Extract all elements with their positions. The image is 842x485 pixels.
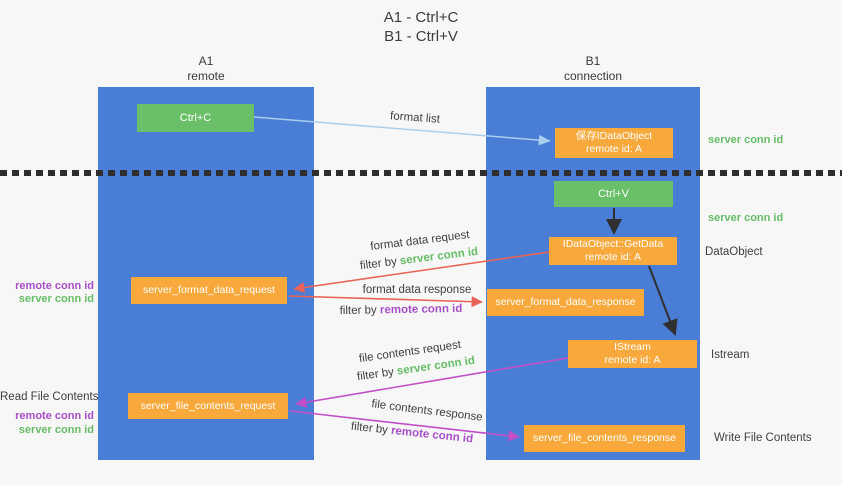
annotation-dataobject: DataObject <box>705 246 763 258</box>
node-save-idataobject-line1: 保存IDataObject <box>575 130 653 142</box>
node-idataobject-getdata: IDataObject::GetData remote id: A <box>549 237 677 265</box>
annotation-write-file-contents: Write File Contents <box>714 432 812 444</box>
node-getdata-line2: remote id: A <box>584 251 642 263</box>
filter-by-text: filter by <box>339 304 377 318</box>
remote-conn-id-text: remote conn id <box>390 424 474 446</box>
node-istream-line2: remote id: A <box>604 354 661 366</box>
node-file-response-label: server_file_contents_response <box>532 432 676 444</box>
edge-label-file-contents-response: file contents response <box>370 398 484 424</box>
node-ctrl-v: Ctrl+V <box>554 181 673 207</box>
arrow-format-data-response <box>288 295 483 308</box>
lane-header-b1: B1 connection <box>486 54 700 84</box>
lane-b1-role: connection <box>563 69 623 83</box>
lane-a1-role: remote <box>187 69 225 83</box>
node-file-request-label: server_file_contents_request <box>140 399 276 412</box>
edge-label-format-data-response-filter: filter by remote conn id <box>340 303 463 317</box>
diagram-title: A1 - Ctrl+C B1 - Ctrl+V <box>321 8 521 46</box>
node-getdata-line1: IDataObject::GetData <box>562 238 664 250</box>
annotation-server-conn-id-3: server conn id <box>18 293 94 305</box>
annotation-read-file-contents: Read File Contents <box>0 391 99 403</box>
annotation-istream: Istream <box>711 349 750 361</box>
title-line-2: B1 - Ctrl+V <box>384 28 458 45</box>
node-ctrl-c-label: Ctrl+C <box>179 111 212 124</box>
node-save-idataobject: 保存IDataObject remote id: A <box>555 128 673 158</box>
annotation-server-conn-id-4: server conn id <box>18 424 94 436</box>
node-save-idataobject-line2: remote id: A <box>585 143 643 155</box>
node-ctrl-v-label: Ctrl+V <box>598 187 629 200</box>
node-format-response-label: server_format_data_response <box>495 296 636 308</box>
node-server-format-data-response: server_format_data_response <box>487 289 644 316</box>
node-server-file-contents-response: server_file_contents_response <box>524 425 685 452</box>
node-server-file-contents-request: server_file_contents_request <box>128 393 288 419</box>
filter-by-text: filter by <box>359 255 398 273</box>
node-server-format-data-request: server_format_data_request <box>131 277 287 304</box>
edge-label-format-data-response: format data response <box>362 284 472 296</box>
filter-by-text: filter by <box>356 366 395 384</box>
lane-b1-name: B1 <box>585 54 601 68</box>
filter-by-text: filter by <box>350 420 389 437</box>
edge-label-format-list: format list <box>389 110 441 126</box>
server-conn-id-text: server conn id <box>399 245 479 268</box>
annotation-server-conn-id-2: server conn id <box>708 212 784 224</box>
node-istream: IStream remote id: A <box>568 340 697 368</box>
lane-a1-name: A1 <box>198 54 214 68</box>
edge-label-file-contents-response-filter: filter by remote conn id <box>350 421 473 446</box>
node-istream-line1: IStream <box>614 341 651 353</box>
remote-conn-id-text: remote conn id <box>379 302 463 317</box>
annotation-remote-conn-id-1: remote conn id <box>15 280 94 292</box>
annotation-remote-conn-id-2: remote conn id <box>15 410 94 422</box>
title-line-1: A1 - Ctrl+C <box>383 9 459 26</box>
lane-header-a1: A1 remote <box>98 54 314 84</box>
annotation-server-conn-id-1: server conn id <box>708 134 784 146</box>
node-format-request-label: server_format_data_request <box>143 284 275 296</box>
node-ctrl-c: Ctrl+C <box>137 104 254 132</box>
